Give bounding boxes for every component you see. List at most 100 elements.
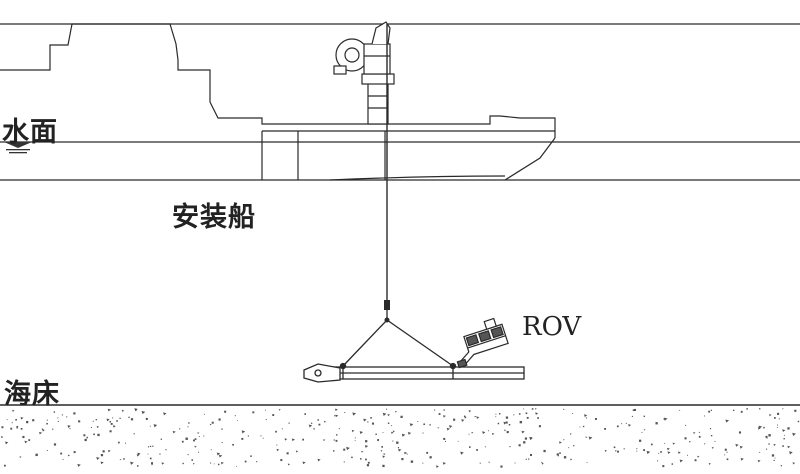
sediment-speck — [93, 433, 95, 436]
sediment-speck — [317, 458, 321, 462]
sediment-speck — [604, 427, 606, 430]
sediment-speck — [370, 417, 372, 419]
sediment-speck — [363, 418, 367, 422]
sediment-speck — [46, 422, 48, 425]
sediment-speck — [112, 417, 114, 419]
sediment-speck — [476, 416, 480, 419]
sediment-speck — [443, 409, 445, 411]
sediment-speck — [460, 451, 464, 455]
sediment-speck — [771, 454, 775, 457]
sediment-speck — [563, 408, 565, 410]
sediment-speck — [660, 451, 662, 453]
sediment-speck — [672, 442, 676, 445]
sediment-speck — [109, 420, 112, 423]
sediment-speck — [541, 462, 544, 465]
sediment-speck — [241, 437, 244, 440]
sediment-speck — [787, 427, 790, 430]
sediment-speck — [377, 439, 380, 441]
sediment-speck — [100, 454, 104, 457]
sediment-speck — [783, 438, 785, 440]
sediment-speck — [62, 459, 64, 461]
sediment-speck — [220, 461, 224, 465]
sediment-speck — [769, 414, 772, 417]
sediment-speck — [757, 459, 761, 463]
sediment-speck — [366, 464, 370, 467]
sediment-speck — [86, 436, 88, 439]
sediment-speck — [535, 412, 539, 416]
sediment-speck — [92, 420, 94, 422]
sediment-speck — [733, 409, 735, 412]
sediment-speck — [69, 428, 71, 430]
sediment-speck — [518, 444, 521, 447]
sediment-speck — [641, 431, 643, 433]
sediment-speck — [726, 451, 728, 453]
sediment-speck — [792, 432, 796, 437]
sediment-speck — [725, 419, 730, 423]
sediment-speck — [359, 431, 364, 435]
sediment-speck — [247, 435, 249, 437]
crane-pedestal — [367, 81, 389, 125]
hull-curve — [329, 175, 506, 181]
sediment-speck — [429, 456, 432, 459]
sediment-speck — [766, 448, 768, 450]
sediment-speck — [1, 436, 3, 438]
sediment-speck — [275, 430, 277, 433]
sediment-speck — [385, 408, 388, 411]
sediment-speck — [160, 438, 162, 440]
sediment-speck — [343, 448, 346, 451]
sediment-speck — [759, 408, 761, 410]
sediment-speck — [468, 433, 470, 435]
sediment-speck — [352, 412, 357, 416]
sediment-speck — [382, 455, 386, 458]
sediment-speck — [78, 420, 81, 423]
sediment-speck — [650, 443, 653, 446]
sediment-speck — [563, 439, 565, 441]
sediment-speck — [112, 425, 116, 428]
sediment-speck — [118, 441, 120, 444]
sediment-speck — [663, 442, 666, 445]
sediment-speck — [213, 463, 215, 465]
sediment-speck — [365, 440, 368, 443]
sediment-speck — [260, 435, 262, 437]
sediment-speck — [181, 440, 184, 443]
sediment-speck — [526, 416, 529, 419]
sediment-speck — [343, 461, 345, 463]
sediment-speck — [1, 426, 4, 429]
sediment-speck — [57, 417, 59, 419]
sediment-speck — [12, 409, 15, 412]
sediment-speck — [694, 459, 697, 462]
sediment-speck — [159, 453, 162, 456]
sediment-speck — [709, 427, 712, 430]
sediment-speck — [53, 411, 56, 413]
sediment-speck — [107, 449, 111, 453]
sediment-speck — [625, 422, 628, 425]
sediment-speck — [280, 459, 283, 462]
sediment-speck — [147, 453, 149, 455]
sediment-speck — [3, 464, 6, 467]
sediment-speck — [782, 408, 784, 410]
sediment-speck — [671, 463, 674, 465]
sediment-speck — [711, 446, 714, 449]
sediment-speck — [778, 418, 780, 420]
sediment-speck — [633, 408, 637, 411]
sediment-speck — [192, 463, 195, 465]
sediment-speck — [657, 460, 659, 462]
sediment-speck — [19, 456, 22, 459]
sediment-speck — [697, 455, 700, 458]
sediment-speck — [693, 432, 696, 435]
sediment-speck — [586, 462, 588, 464]
sediment-speck — [232, 443, 234, 446]
sediment-speck — [95, 419, 97, 421]
sediment-speck — [281, 428, 284, 430]
sediment-speck — [172, 430, 176, 434]
sediment-speck — [392, 440, 394, 442]
sediment-speck — [137, 452, 141, 456]
sediment-speck — [740, 410, 743, 413]
sediment-speck — [505, 416, 509, 419]
sediment-speck — [15, 418, 17, 421]
sediment-speck — [24, 440, 28, 444]
sediment-speck — [383, 453, 386, 456]
sediment-speck — [390, 425, 393, 427]
sediment-speck — [90, 427, 92, 428]
sediment-speck — [406, 453, 409, 455]
